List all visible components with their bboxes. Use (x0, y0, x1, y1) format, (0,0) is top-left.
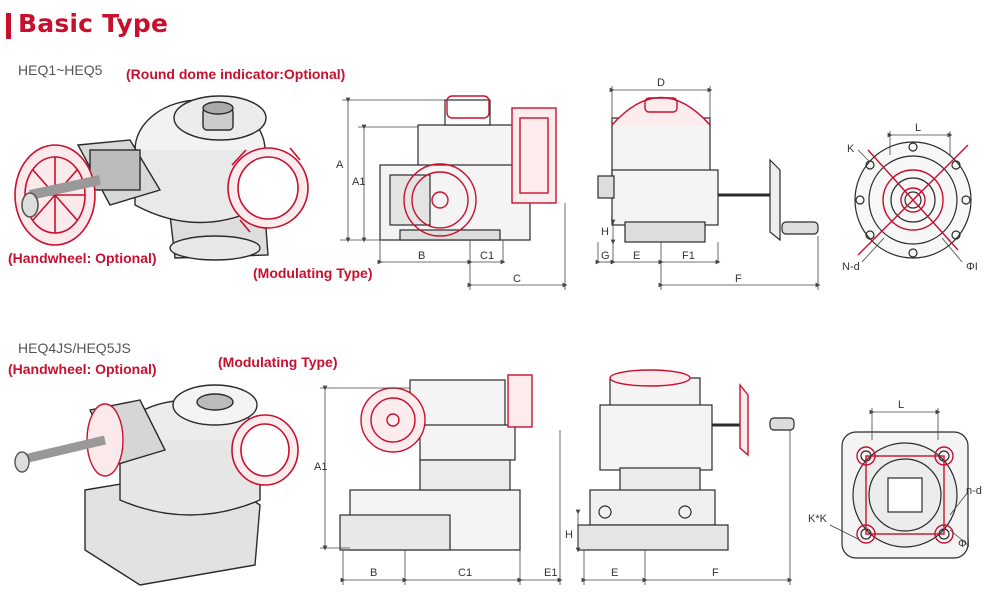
dim-label-C1-2: C1 (458, 567, 472, 579)
side-view-red-1 (611, 96, 711, 126)
dim-label-phiI-2: ΦI (958, 538, 970, 550)
dim-label-E-2: E (611, 567, 618, 579)
flange-view-red-1 (857, 144, 969, 256)
actuator-3d-view-2 (84, 384, 261, 586)
modulating-cover-red-1 (227, 147, 309, 233)
front-view-red-1 (403, 95, 557, 237)
page-title: Basic Type (18, 9, 169, 38)
dim-label-B: B (418, 250, 425, 262)
model-label-2: HEQ4JS/HEQ5JS (18, 340, 131, 356)
dims-side-view-2 (575, 430, 793, 585)
dim-label-A1: A1 (352, 176, 365, 188)
side-view-1 (597, 117, 819, 243)
dim-label-E: E (633, 250, 640, 262)
front-view-red-2 (360, 374, 533, 453)
dim-label-H: H (601, 226, 609, 238)
dim-label-Nd: N-d (842, 261, 860, 273)
note-handwheel-2: (Handwheel: Optional) (8, 361, 157, 377)
side-view-red-2 (609, 369, 749, 457)
handwheel-red-2 (14, 403, 124, 477)
dims-side-view-1 (595, 86, 821, 290)
front-view-1 (379, 99, 531, 241)
note-dome-indicator: (Round dome indicator:Optional) (126, 66, 346, 82)
dim-label-L-2: L (898, 399, 904, 411)
dim-label-A1-2: A1 (314, 461, 327, 473)
dim-label-phiI-1: ΦI (966, 261, 978, 273)
note-modulating-2: (Modulating Type) (218, 354, 338, 370)
dim-label-E1: E1 (544, 567, 557, 579)
dim-label-F-2: F (712, 567, 719, 579)
side-view-2 (577, 377, 795, 551)
dims-flange-view-2 (829, 408, 969, 546)
dim-label-KK: K*K (808, 513, 828, 525)
dim-label-D: D (657, 77, 665, 89)
dim-label-H-2: H (565, 529, 573, 541)
dim-label-L-1: L (915, 122, 921, 134)
dim-label-C: C (513, 273, 521, 285)
dim-label-nd: n-d (966, 485, 982, 497)
dim-label-A: A (336, 159, 344, 171)
dims-flange-view-1 (857, 131, 963, 263)
front-view-2 (339, 379, 521, 551)
dims-front-view-1 (340, 97, 568, 290)
flange-view-2 (841, 431, 969, 559)
dim-label-G: G (601, 250, 610, 262)
note-handwheel-1: (Handwheel: Optional) (8, 250, 157, 266)
model-label-1: HEQ1~HEQ5 (18, 62, 103, 78)
dim-label-K: K (847, 143, 855, 155)
dim-label-B-2: B (370, 567, 377, 579)
title-accent-bar (6, 13, 11, 39)
handwheel-red-1 (14, 144, 102, 246)
dims-front-view-2 (320, 385, 563, 585)
dim-label-F: F (735, 273, 742, 285)
flange-view-red-2 (856, 446, 954, 544)
note-modulating-1: (Modulating Type) (253, 265, 373, 281)
dim-label-C1: C1 (480, 250, 494, 262)
dim-label-F1: F1 (682, 250, 695, 262)
modulating-cover-red-2 (231, 414, 299, 486)
